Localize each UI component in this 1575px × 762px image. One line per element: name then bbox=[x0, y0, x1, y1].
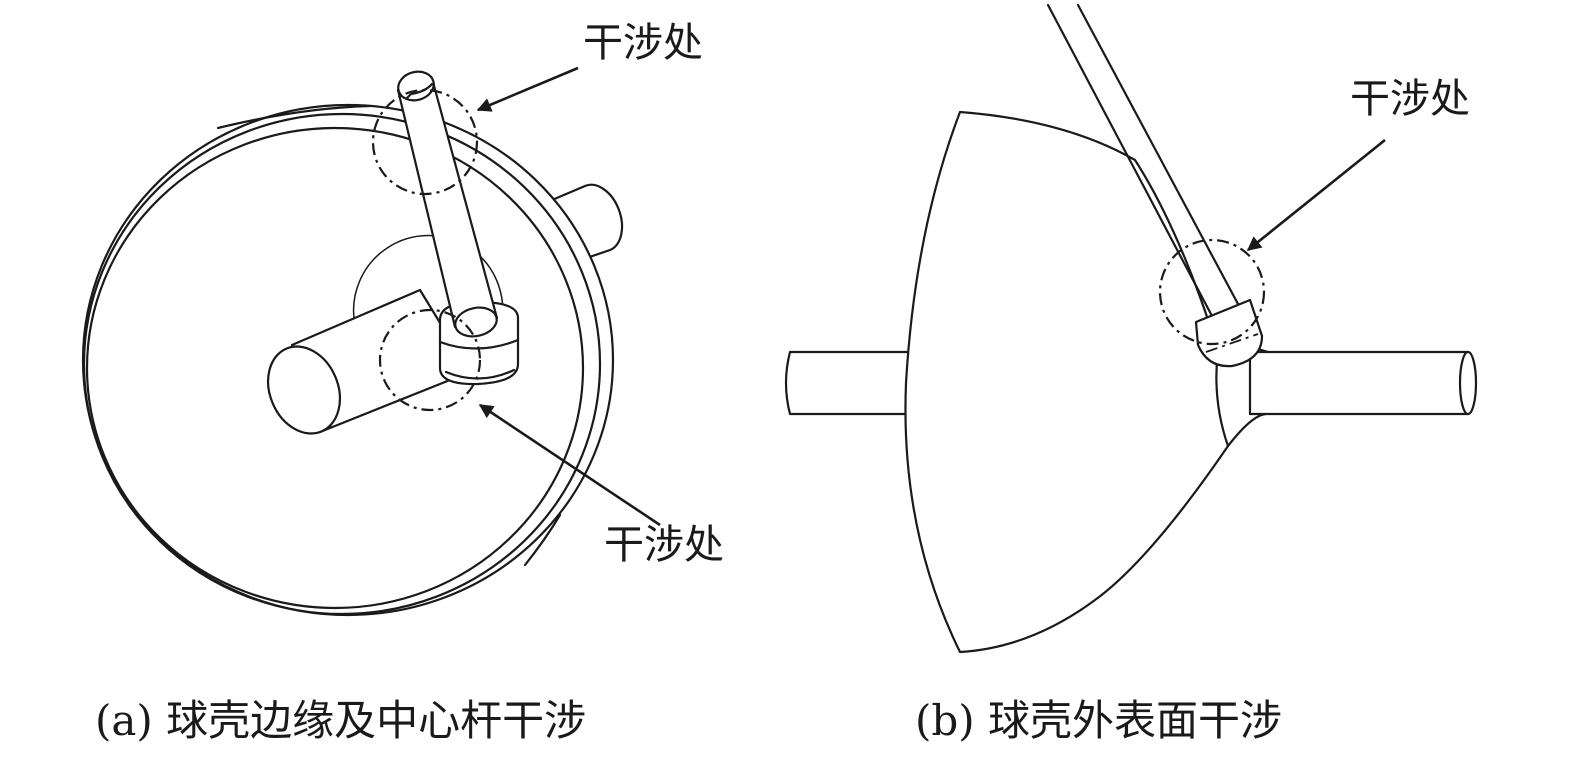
interference-circle-center bbox=[378, 308, 482, 412]
arrow-center bbox=[478, 403, 661, 527]
arrow-surface bbox=[1246, 138, 1386, 252]
caption-a: (a) 球壳边缘及中心杆干涉 bbox=[95, 696, 586, 745]
interference-circle-surface bbox=[1158, 238, 1266, 346]
long-rod bbox=[1046, 3, 1240, 318]
label-interference-top: 干涉处 bbox=[583, 20, 703, 66]
arrow-top bbox=[476, 66, 579, 112]
shell-side-view bbox=[904, 110, 1270, 654]
label-interference-bottom: 干涉处 bbox=[604, 522, 724, 568]
interference-circle-top bbox=[371, 88, 479, 196]
left-rod bbox=[784, 350, 914, 416]
label-interference-surface: 干涉处 bbox=[1350, 76, 1470, 122]
inclined-rod bbox=[396, 70, 499, 338]
rod-tip bbox=[1194, 298, 1264, 368]
right-rod bbox=[1248, 350, 1478, 416]
panel-a: 干涉处 干涉处 (a) 球壳边缘及中心杆干涉 bbox=[81, 20, 724, 745]
back-rod bbox=[543, 183, 624, 264]
caption-b: (b) 球壳外表面干涉 bbox=[915, 696, 1282, 745]
panel-b: 干涉处 (b) 球壳外表面干涉 bbox=[784, 3, 1478, 745]
